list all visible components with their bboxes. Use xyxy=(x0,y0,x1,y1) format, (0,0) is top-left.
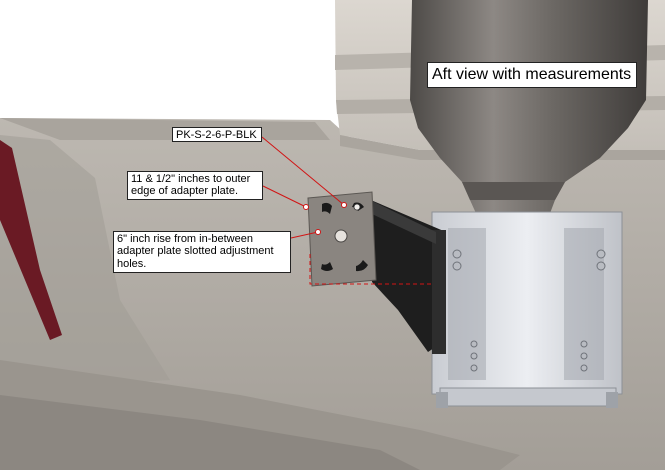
mounting-bracket xyxy=(366,198,446,354)
leader-endpoints xyxy=(303,202,347,235)
hull-side-stripe xyxy=(0,140,62,340)
rise-measurement-label: 6" inch rise from in-between adapter pla… xyxy=(113,231,291,273)
jack-plate-bolts xyxy=(452,249,606,372)
adapter-plate xyxy=(307,191,377,287)
measurement-leaders xyxy=(261,136,432,285)
part-number-label: PK-S-2-6-P-BLK xyxy=(172,127,262,142)
rise-leader xyxy=(290,231,319,239)
rise-dimension-guide xyxy=(309,254,432,285)
outer-edge-leader xyxy=(262,185,307,208)
part-number-leader xyxy=(261,136,345,206)
outer-edge-measurement-label: 11 & 1/2" inches to outer edge of adapte… xyxy=(127,171,263,200)
view-title: Aft view with measurements xyxy=(427,62,637,88)
jack-plate xyxy=(431,211,623,408)
